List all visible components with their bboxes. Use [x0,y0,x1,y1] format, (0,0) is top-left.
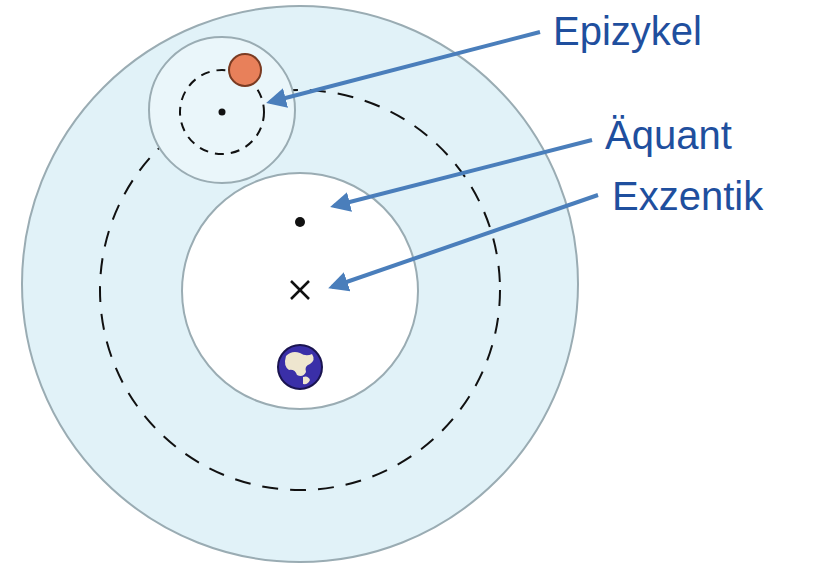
epicycle-center [219,109,226,116]
eccentric-cross [291,281,309,299]
callout-label: Epizykel [553,8,702,54]
leader-lines [270,32,598,287]
earth [278,345,322,389]
planet [229,54,261,86]
callout-label: Äquant [605,112,732,158]
epicycle-sphere [149,37,295,183]
outer-sphere [22,6,578,562]
inner-sphere [182,173,418,409]
equant-dot [295,217,305,227]
callout-label: Exzentik [612,173,763,219]
